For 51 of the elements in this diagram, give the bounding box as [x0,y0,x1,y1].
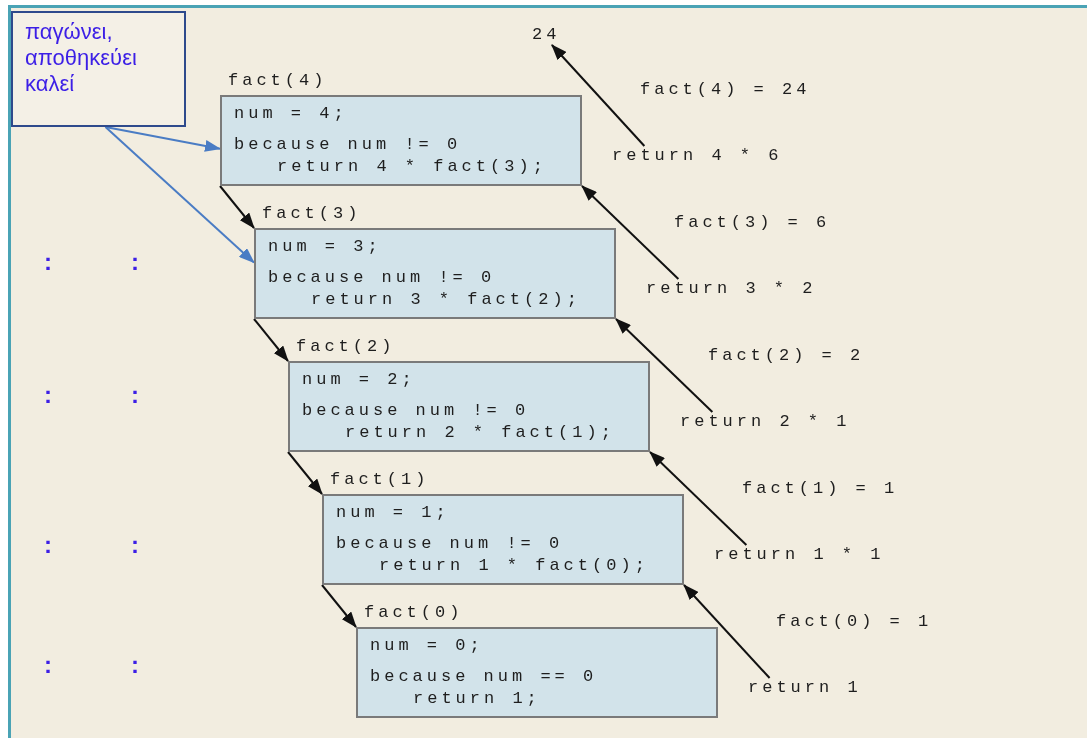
result-annotation: fact(0) = 1 [776,612,933,632]
result-annotation: fact(4) = 24 [640,80,811,100]
arrow [253,318,289,362]
arrow [615,318,714,413]
return-expression: return 1 [748,678,862,698]
code-line: return 3 * fact(2); [311,290,581,310]
colon-mark: : [131,652,139,678]
code-line: because num != 0 [302,401,530,421]
arrow [550,44,646,147]
colon-mark: : [131,532,139,558]
arrow [581,185,680,280]
frame-heading: fact(3) [262,204,362,224]
frame-heading: fact(4) [228,71,328,91]
code-line: num = 0; [370,636,484,656]
callout-text: παγώνει, αποθηκεύει καλεί [25,19,138,97]
frame-heading: fact(1) [330,470,430,490]
code-line: return 4 * fact(3); [277,157,547,177]
colon-mark: : [131,249,139,275]
frame-heading: fact(2) [296,337,396,357]
callout-box [11,11,186,127]
return-expression: return 1 * 1 [714,545,885,565]
arrow [321,584,357,628]
arrow [287,451,323,495]
colon-mark: : [44,652,52,678]
code-line: because num != 0 [234,135,462,155]
return-expression: return 2 * 1 [680,412,851,432]
colon-mark: : [44,249,52,275]
code-line: num = 2; [302,370,416,390]
result-annotation: fact(3) = 6 [674,213,831,233]
return-expression: return 4 * 6 [612,146,783,166]
code-line: num = 4; [234,104,348,124]
arrow [219,185,255,229]
arrow [649,451,748,546]
code-line: because num != 0 [336,534,564,554]
frame-heading: fact(0) [364,603,464,623]
code-line: return 1; [413,689,541,709]
result-annotation: fact(1) = 1 [742,479,899,499]
code-line: because num != 0 [268,268,496,288]
code-line: num = 3; [268,237,382,257]
code-line: return 1 * fact(0); [379,556,649,576]
colon-mark: : [131,382,139,408]
return-expression: return 3 * 2 [646,279,817,299]
result-annotation: fact(2) = 2 [708,346,865,366]
result-value: 24 [532,25,561,45]
code-line: num = 1; [336,503,450,523]
code-line: because num == 0 [370,667,598,687]
arrow [683,584,771,679]
code-line: return 2 * fact(1); [345,423,615,443]
colon-mark: : [44,532,52,558]
colon-mark: : [44,382,52,408]
arrow [104,126,255,264]
